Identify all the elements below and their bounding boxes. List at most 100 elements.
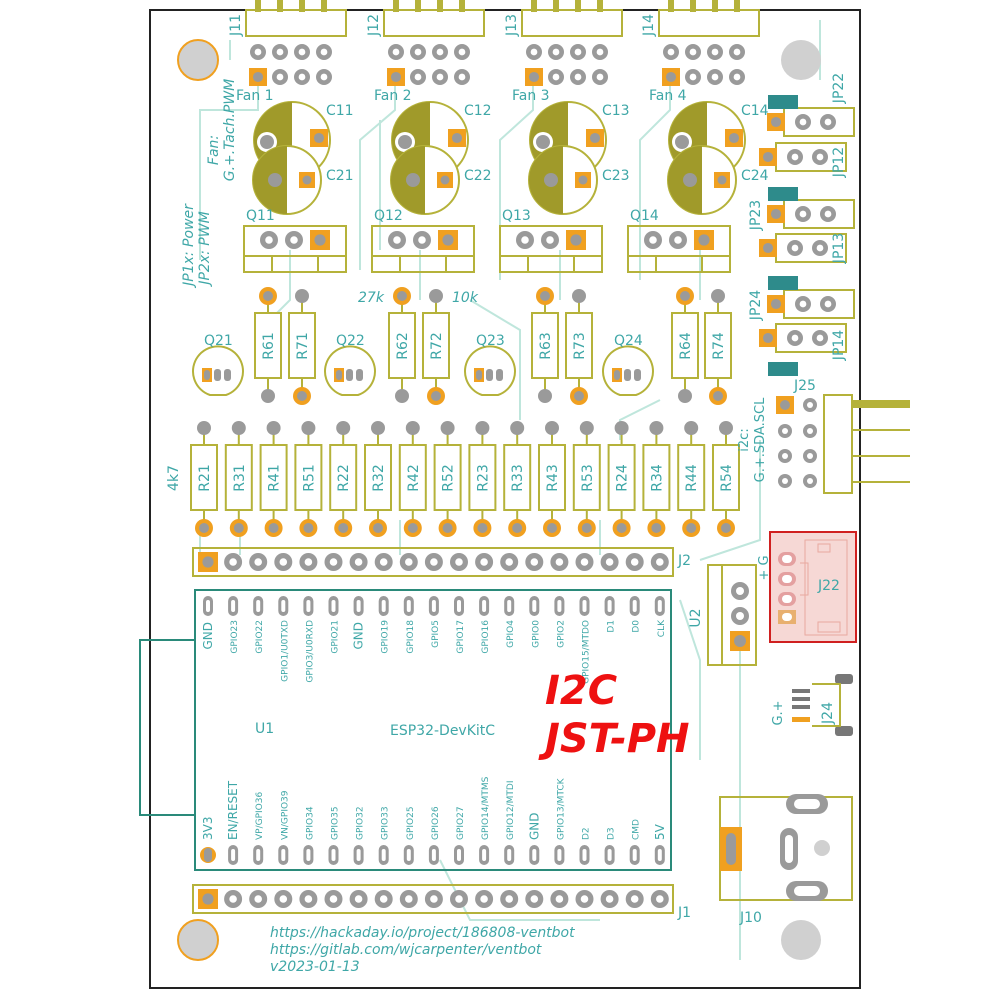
j10-ref: J10 bbox=[739, 910, 762, 926]
cap-pad bbox=[586, 129, 604, 147]
jumper-pin bbox=[787, 240, 803, 256]
transistor-pad bbox=[694, 230, 714, 250]
resistor-ref: R51 bbox=[301, 464, 317, 492]
j2-pin bbox=[399, 553, 418, 571]
j1-pin bbox=[600, 890, 619, 908]
mounting-hole-top-right bbox=[781, 40, 821, 80]
pwm-transistor-ref: Q23 bbox=[476, 333, 505, 349]
top-pin-label: CLK bbox=[657, 619, 667, 637]
top-pin-label: GPIO19 bbox=[381, 620, 391, 654]
resistor-R71: R71 bbox=[288, 289, 316, 405]
header-pin bbox=[454, 44, 470, 60]
jumper-JP24[interactable]: JP24 bbox=[748, 276, 855, 321]
jumper-JP13[interactable]: JP13 bbox=[759, 233, 847, 264]
cap-pad bbox=[448, 129, 466, 147]
footer-gitlab-url[interactable]: https://gitlab.com/wjcarpenter/ventbot bbox=[270, 942, 542, 958]
jumper-pin bbox=[812, 149, 828, 165]
resistor-ref: R41 bbox=[267, 464, 283, 492]
pwm-transistor-ref: Q21 bbox=[204, 333, 233, 349]
power-transistor-3: Q13 bbox=[499, 208, 603, 273]
transistor-pad bbox=[566, 230, 586, 250]
ring-pad bbox=[259, 287, 277, 305]
jumper-pin1 bbox=[759, 148, 777, 166]
j10-barrel-jack: J10 bbox=[719, 794, 853, 926]
fan-header-ref: J12 bbox=[366, 14, 382, 37]
j1-pin bbox=[224, 890, 243, 908]
j1-pin bbox=[424, 890, 443, 908]
bottom-pin-label: D2 bbox=[582, 827, 592, 840]
bottom-pin-label: VP/GPIO36 bbox=[255, 792, 265, 840]
j2-pin bbox=[600, 553, 619, 571]
jumper-JP14[interactable]: JP14 bbox=[759, 323, 847, 376]
j2-pin bbox=[500, 553, 519, 571]
fan-header-ref: J11 bbox=[228, 14, 244, 37]
ring-pad bbox=[570, 387, 588, 405]
jumper-pin bbox=[820, 296, 836, 312]
bottom-pin-label: GND bbox=[527, 812, 541, 840]
bottom-pin-label: VN/GPIO39 bbox=[280, 790, 290, 840]
power-transistor-ref: Q13 bbox=[502, 208, 531, 224]
j2-pin bbox=[324, 553, 343, 571]
j1-pin bbox=[274, 890, 293, 908]
j2-pin bbox=[249, 553, 268, 571]
jumper-JP12[interactable]: JP12 bbox=[759, 142, 847, 178]
header-pin bbox=[410, 44, 426, 60]
j1-pin bbox=[299, 890, 318, 908]
header-pin bbox=[526, 44, 542, 60]
small-cap-ref: C21 bbox=[326, 168, 354, 184]
ring-pad bbox=[299, 519, 318, 537]
header-pin bbox=[294, 44, 310, 60]
fan-header-label: Fan 4 bbox=[649, 88, 687, 104]
header-pin bbox=[592, 44, 608, 60]
ring-pad bbox=[577, 519, 596, 537]
resistor-R54: R54 bbox=[712, 421, 740, 537]
bottom-pin-label: GPIO12/MTDI bbox=[506, 781, 516, 840]
bottom-pin-label: GPIO25 bbox=[406, 806, 416, 840]
j24-label: G.+ bbox=[771, 700, 786, 725]
j1-pin bbox=[650, 890, 669, 908]
ring-pad bbox=[393, 287, 411, 305]
top-pin-label: GPIO0 bbox=[531, 620, 541, 648]
resistor-R42: R42 bbox=[398, 421, 427, 537]
jumper-JP23[interactable]: JP23 bbox=[748, 187, 855, 231]
pin1-pad bbox=[387, 68, 405, 86]
j2-pin bbox=[625, 553, 644, 571]
jumper-pin bbox=[787, 149, 803, 165]
mounting-hole-bottom-left bbox=[177, 919, 219, 961]
bottom-pin-label: 3V3 bbox=[201, 817, 215, 840]
value-27k: 27k bbox=[358, 290, 385, 306]
jumper-ref: JP22 bbox=[831, 73, 847, 104]
transistor-pin bbox=[669, 231, 687, 249]
fan-header-label: Fan 3 bbox=[512, 88, 550, 104]
pwm-transistor-3: Q23 bbox=[464, 333, 516, 396]
j2-pin bbox=[475, 553, 494, 571]
jumper-pin bbox=[795, 206, 811, 222]
fan-header-label: Fan 1 bbox=[236, 88, 274, 104]
j1-pin bbox=[625, 890, 644, 908]
transistor-pin bbox=[260, 231, 278, 249]
resistor-ref: R52 bbox=[441, 464, 457, 492]
jumper-pin bbox=[787, 330, 803, 346]
jumper-JP22[interactable]: JP22 bbox=[767, 73, 855, 137]
top-pin-label: GPIO18 bbox=[406, 620, 416, 654]
pwm-transistor-4: Q24 bbox=[602, 333, 654, 396]
j1-pin bbox=[575, 890, 594, 908]
jumper-pin bbox=[812, 330, 828, 346]
j22-connector[interactable]: J22 + G bbox=[757, 531, 857, 643]
top-pin-label: GPIO1/U0TXD bbox=[280, 620, 290, 682]
power-note-line2: JP2x: PWM bbox=[197, 211, 213, 287]
j2-pin bbox=[575, 553, 594, 571]
header-pin bbox=[729, 69, 745, 85]
resistor-R33: R33 bbox=[503, 421, 532, 537]
resistor-ref: R31 bbox=[232, 464, 248, 492]
big-cap-ref: C12 bbox=[464, 103, 492, 119]
footer-hackaday-url[interactable]: https://hackaday.io/project/186808-ventb… bbox=[270, 925, 575, 941]
